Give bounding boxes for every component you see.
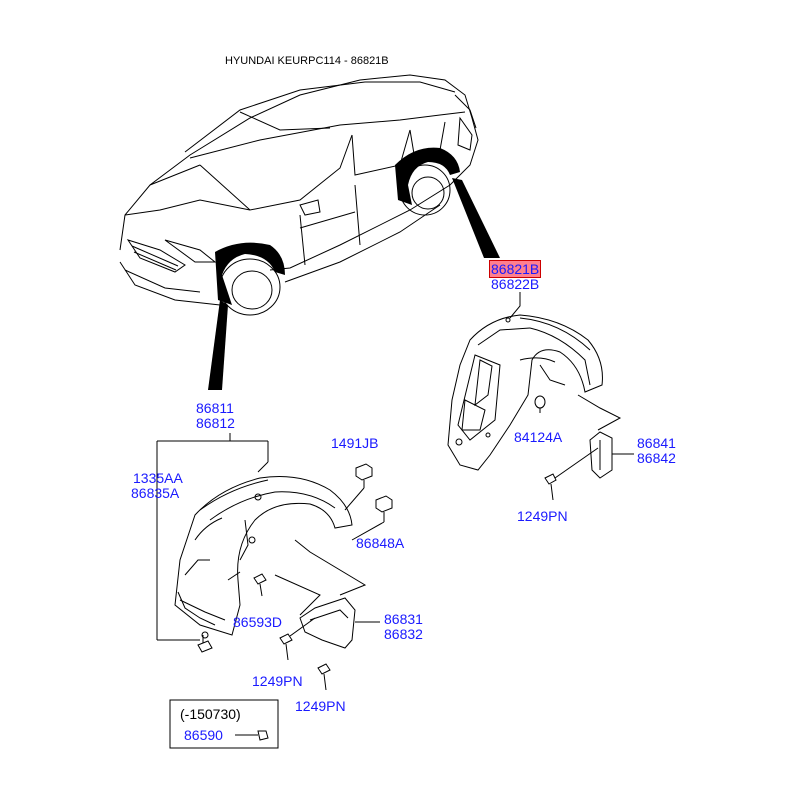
label-1335aa[interactable]: 1335AA	[133, 470, 183, 486]
clip-84124a-part	[534, 395, 546, 413]
label-86831[interactable]: 86831	[384, 611, 423, 627]
screw-right-part	[544, 447, 599, 501]
rear-wheel-liner-mark	[395, 147, 500, 258]
label-86842[interactable]: 86842	[637, 450, 676, 466]
diagram-title: HYUNDAI KEURPC114 - 86821B	[225, 55, 389, 67]
label-86811[interactable]: 86811	[196, 400, 234, 416]
note-box-frame	[169, 699, 279, 749]
rear-bracket-part	[577, 394, 634, 479]
label-86812[interactable]: 86812	[196, 415, 235, 431]
clip-86848a-part	[351, 495, 393, 541]
label-1491jb[interactable]: 1491JB	[331, 435, 379, 451]
label-1249pn-b[interactable]: 1249PN	[295, 698, 346, 714]
front-wheel-liner-part	[174, 461, 353, 653]
car-illustration	[119, 74, 479, 306]
label-86821b[interactable]: 86821B	[488, 260, 542, 278]
label-86848a[interactable]: 86848A	[356, 535, 405, 551]
label-86835a[interactable]: 86835A	[131, 485, 180, 501]
label-84124a[interactable]: 84124A	[514, 429, 563, 445]
screw-1249pn-b-part	[317, 663, 331, 691]
label-1249pn-right[interactable]: 1249PN	[517, 508, 568, 524]
rear-wheel-liner-part	[447, 296, 603, 471]
label-86590[interactable]: 86590	[184, 727, 223, 743]
screw-86593d-part	[253, 573, 267, 597]
note-box-range: (-150730)	[180, 706, 241, 722]
label-86593d[interactable]: 86593D	[233, 614, 283, 630]
front-wheel-liner-mark	[208, 242, 285, 390]
clip-1491jb-part	[344, 463, 373, 511]
label-86841[interactable]: 86841	[637, 435, 676, 451]
label-1249pn-a[interactable]: 1249PN	[252, 673, 303, 689]
screw-1249pn-a-part	[279, 617, 316, 661]
label-86822b[interactable]: 86822B	[491, 276, 540, 292]
front-leader-bracket	[156, 433, 269, 641]
label-86832[interactable]: 86832	[384, 626, 423, 642]
guard-86831-part	[274, 539, 380, 649]
nut-86590-part	[257, 730, 269, 741]
label-86821b-highlight: 86821B	[488, 260, 542, 278]
